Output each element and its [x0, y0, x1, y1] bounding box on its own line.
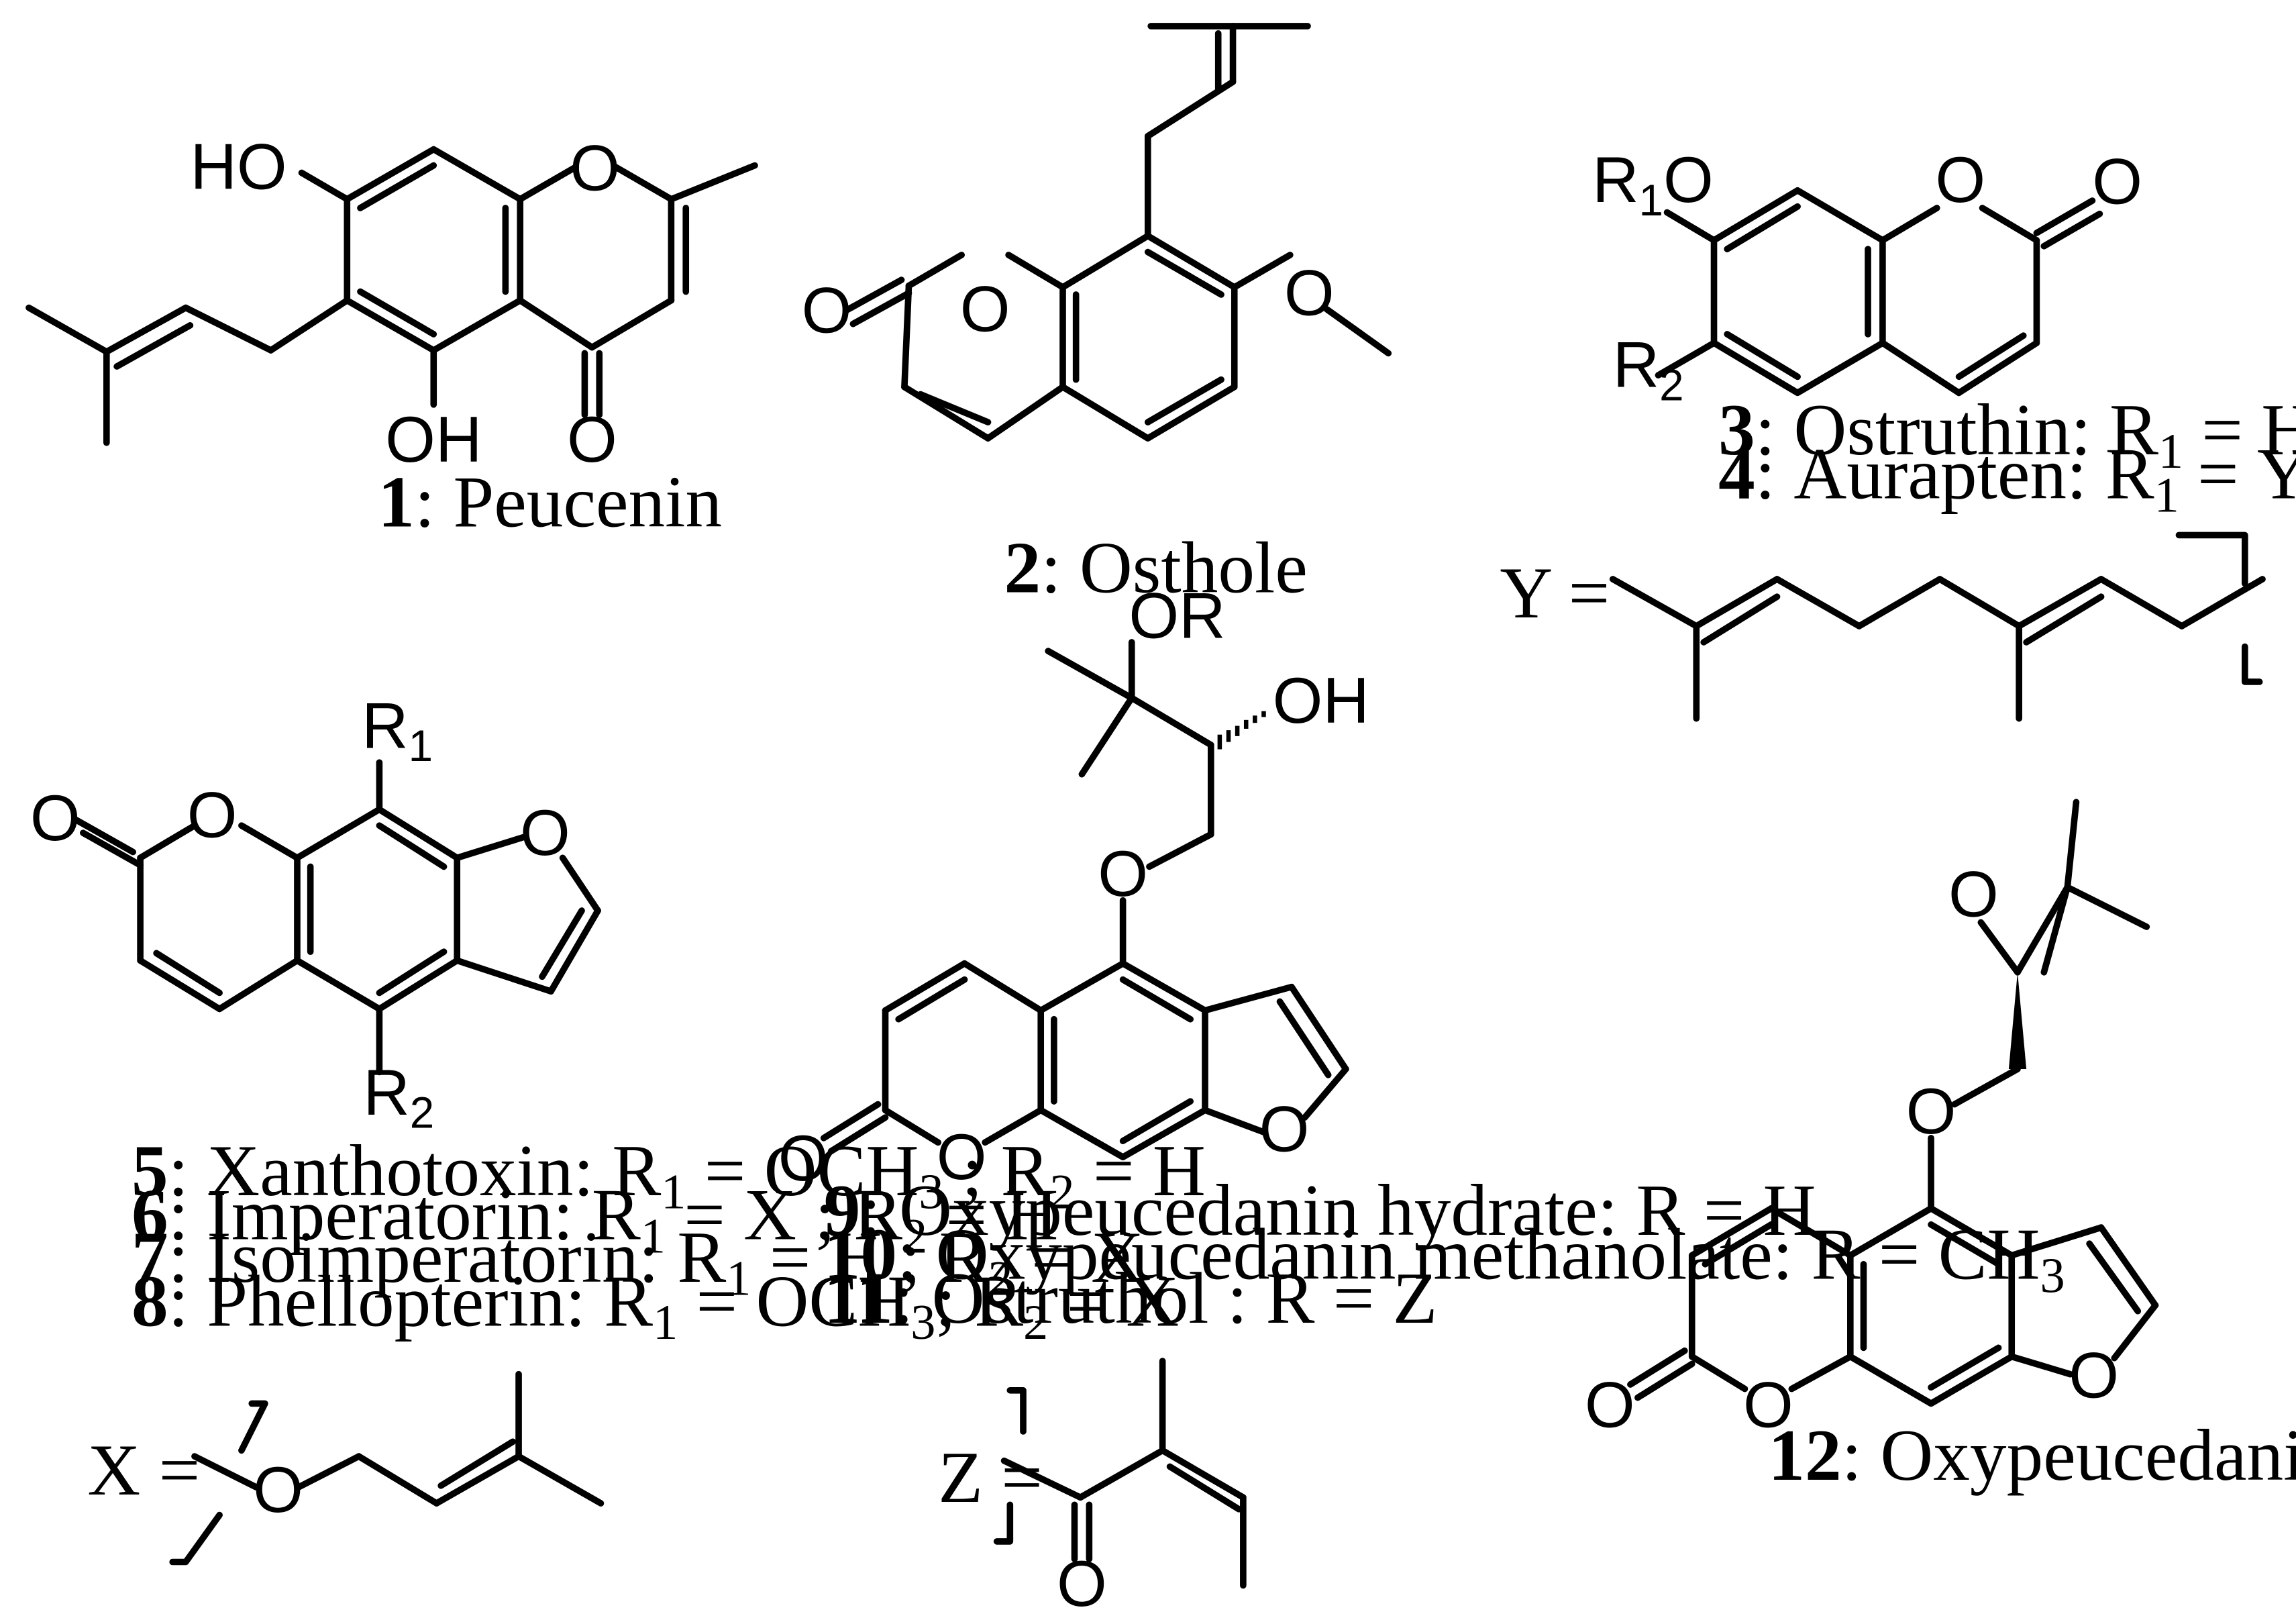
caption-osthole: 2: Osthole: [1004, 527, 1308, 609]
structure-osthole: O O O 2: Osthole: [802, 23, 1392, 609]
atom-o: O: [520, 797, 570, 869]
atom-o: O: [960, 274, 1010, 346]
atom-o: O: [2092, 146, 2142, 217]
atom-o: O: [1284, 258, 1335, 330]
caption-aurapten: 4: Aurapten: R1 = Y ; R2 = H: [1718, 434, 2296, 523]
group-y-bonds: [1609, 532, 2266, 722]
atom-oh: OH: [385, 404, 482, 476]
atom-o: O: [1935, 144, 1985, 216]
atom-r2: R2: [363, 1057, 434, 1137]
atom-o: O: [1906, 1076, 1956, 1148]
peucenin-bonds: [25, 146, 758, 446]
psoralen-core-bonds: [72, 759, 601, 1076]
structure-xanthotoxin-series: O O O R1 R2 5: Xanthotoxin: R1 = OCH3 ; …: [30, 690, 1206, 1350]
wedge-bond: [2008, 972, 2027, 1070]
atom-o: O: [2069, 1340, 2119, 1412]
atom-o: O: [802, 275, 852, 347]
caption-oxypeucedanin-hydrate: 9: Oxypeucedanin hydrate: R = H: [824, 1170, 1816, 1251]
group-z-bonds: [993, 1358, 1247, 1589]
atom-o: O: [1259, 1093, 1310, 1165]
coumarin-core-bonds: [1655, 187, 2103, 397]
caption-ostruthol: 11: Ostruthol : R = Z: [824, 1258, 1438, 1339]
psoralen-core-bonds: [820, 639, 1349, 1161]
group-x-bonds: [169, 1370, 605, 1566]
hashed-wedge-bond: [1217, 711, 1266, 750]
structure-oxypeucedanin-hydrate-series: O O O O OR OH 9: Oxypeucedanin hydrate: …: [778, 580, 2065, 1339]
atom-o: O: [1057, 1548, 1107, 1618]
atom-r2: R2: [1613, 330, 1684, 410]
caption-imperatorin: 6: Imperatorin: R1 = X ; R2 = H: [132, 1174, 1058, 1264]
atom-oh: OH: [1273, 665, 1369, 737]
atom-o: O: [30, 782, 81, 854]
atom-o: O: [567, 404, 617, 476]
caption-oxypeucedanin: 12: Oxypeucedanin: [1768, 1415, 2296, 1496]
atom-o: O: [253, 1454, 303, 1526]
osthole-bonds: [842, 23, 1392, 442]
group-y-label: Y =: [1500, 552, 1610, 634]
structure-peucenin: O O HO OH 1: Peucenin: [25, 132, 758, 542]
group-z: Z = O: [938, 1358, 1247, 1618]
atom-o: O: [1743, 1369, 1793, 1441]
psoralen-core-bonds: [1627, 799, 2159, 1407]
caption-phellopterin: 8: Phellopterin: R1 = OCH3; R2 = X: [132, 1261, 1179, 1351]
atom-o: O: [570, 133, 620, 205]
structure-oxypeucedanin: O O O O O 12: Oxypeucedanin: [1585, 799, 2296, 1496]
group-x-label: X =: [87, 1429, 200, 1511]
atom-or: OR: [1129, 580, 1225, 652]
caption-peucenin: 1: Peucenin: [378, 461, 722, 542]
atom-o: O: [187, 780, 238, 852]
group-z-label: Z =: [938, 1437, 1043, 1518]
group-x: X = O: [87, 1370, 605, 1566]
atom-o: O: [1585, 1369, 1635, 1441]
atom-ho: HO: [190, 132, 286, 203]
atom-r1: R1: [362, 690, 433, 770]
caption-ostruthin: 3: Ostruthin: R1 = H ; R2 = Y: [1718, 389, 2296, 479]
caption-isoimperatorin: 7: Isoimperatorin: R1 = H ; R2 = X: [132, 1217, 1144, 1307]
structure-ostruthin-aurapten: O O R1O R2 3: Ostruthin: R1 = H ; R2 = Y…: [1592, 144, 2296, 523]
atom-r1o: R1O: [1592, 144, 1714, 225]
atom-o: O: [937, 1121, 987, 1193]
atom-o: O: [778, 1123, 829, 1195]
atom-o: O: [1098, 838, 1148, 910]
group-y: Y =: [1500, 532, 2266, 722]
caption-xanthotoxin: 5: Xanthotoxin: R1 = OCH3 ; R2 = H: [132, 1130, 1206, 1220]
atom-o: O: [1948, 859, 1999, 931]
